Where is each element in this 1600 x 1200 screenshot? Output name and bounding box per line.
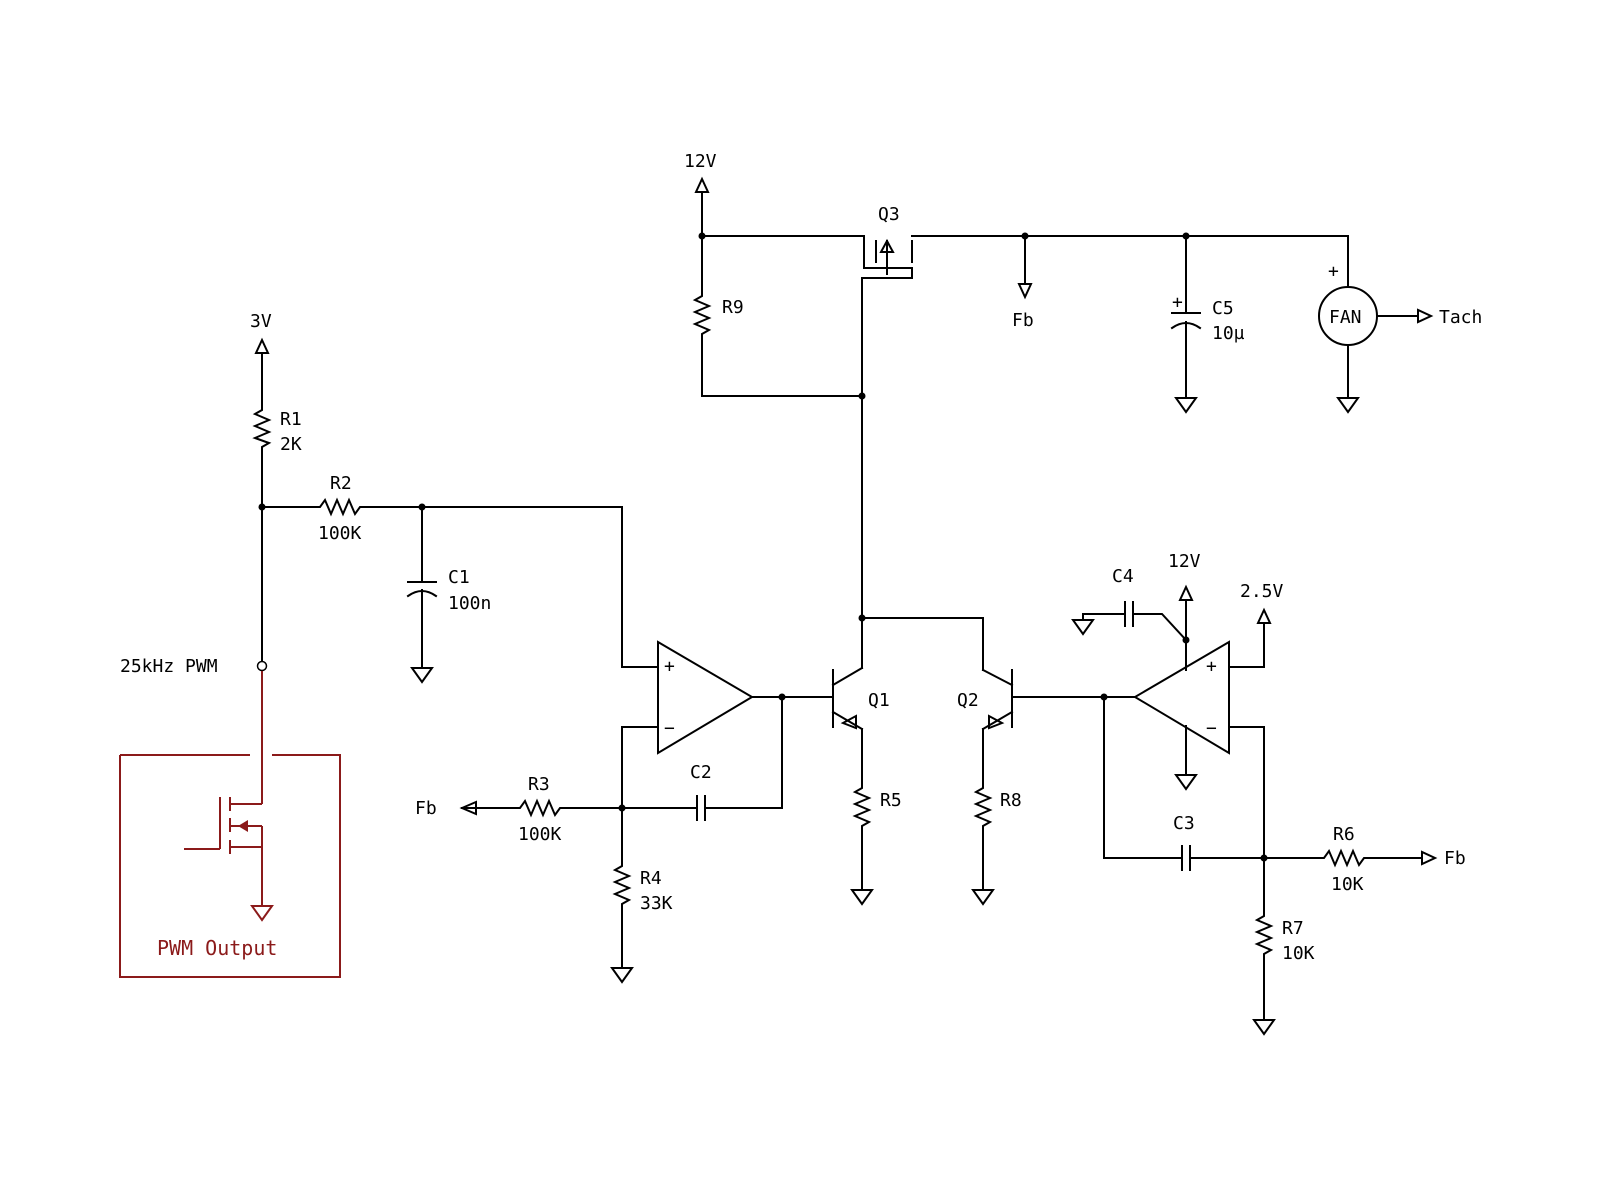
c5-value: 10µ bbox=[1212, 323, 1245, 344]
capacitor-c2: C2 bbox=[621, 762, 715, 821]
fb-label-r3: Fb bbox=[415, 798, 437, 819]
supply-3v: 3V bbox=[250, 311, 272, 398]
resistor-r7: R7 10K bbox=[1252, 857, 1315, 1036]
supply-12v-opamp-label: 12V bbox=[1168, 551, 1201, 572]
resistor-r8: R8 bbox=[971, 728, 1022, 906]
supply-12v-opamp: 12V bbox=[1168, 551, 1201, 791]
resistor-r2: R2 100K bbox=[261, 473, 423, 544]
c5-plus-sign: + bbox=[1172, 292, 1183, 313]
mosfet-q3: Q3 bbox=[861, 204, 1026, 397]
tach-label: Tach bbox=[1439, 307, 1482, 328]
supply-2v5: 2.5V bbox=[1228, 581, 1284, 668]
r6-value: 10K bbox=[1331, 874, 1364, 895]
fan: + FAN Tach bbox=[1318, 235, 1482, 414]
r2-ref: R2 bbox=[330, 473, 352, 494]
r9-ref: R9 bbox=[722, 297, 744, 318]
transistor-q2: Q2 bbox=[957, 668, 1014, 731]
opamp-2: + − bbox=[1133, 640, 1230, 755]
c4-ref: C4 bbox=[1112, 566, 1134, 587]
r5-ref: R5 bbox=[880, 790, 902, 811]
q2-ref: Q2 bbox=[957, 690, 979, 711]
opamp-1-minus-sign: − bbox=[664, 718, 675, 739]
r7-value: 10K bbox=[1282, 943, 1315, 964]
c3-ref: C3 bbox=[1173, 813, 1195, 834]
capacitor-c4: C4 bbox=[1071, 566, 1188, 642]
resistor-r9: R9 bbox=[692, 235, 863, 397]
c1-value: 100n bbox=[448, 593, 491, 614]
r4-value: 33K bbox=[640, 893, 673, 914]
fan-plus-sign: + bbox=[1328, 261, 1339, 282]
r4-ref: R4 bbox=[640, 868, 662, 889]
opamp-1-plus-sign: + bbox=[664, 656, 675, 677]
supply-12v-top-label: 12V bbox=[684, 151, 717, 172]
r8-ref: R8 bbox=[1000, 790, 1022, 811]
wire-to-opamp1-plus bbox=[421, 506, 659, 668]
pwm-input-label: 25kHz PWM bbox=[120, 656, 218, 677]
resistor-r3: R3 100K Fb bbox=[415, 774, 623, 845]
pwm-input-terminal bbox=[256, 660, 268, 672]
wire-to-q2-collector bbox=[861, 617, 984, 671]
transistor-q1: Q1 bbox=[831, 617, 890, 731]
wire-opamp2-minus bbox=[1228, 726, 1265, 859]
q3-ref: Q3 bbox=[878, 204, 900, 225]
pwm-output-block: PWM Output bbox=[119, 671, 341, 978]
c2-ref: C2 bbox=[690, 762, 712, 783]
supply-12v-top: 12V bbox=[684, 151, 717, 237]
r7-ref: R7 bbox=[1282, 918, 1304, 939]
c1-ref: C1 bbox=[448, 567, 470, 588]
c5-ref: C5 bbox=[1212, 298, 1234, 319]
resistor-r1: R1 2K bbox=[252, 396, 302, 508]
r2-value: 100K bbox=[318, 523, 362, 544]
supply-2v5-label: 2.5V bbox=[1240, 581, 1284, 602]
capacitor-c1: C1 100n bbox=[406, 506, 491, 684]
fb-label-r6: Fb bbox=[1444, 848, 1466, 869]
r1-value: 2K bbox=[280, 434, 302, 455]
capacitor-c5: + C5 10µ bbox=[1170, 235, 1245, 414]
fb-label-top: Fb bbox=[1012, 310, 1034, 331]
r3-value: 100K bbox=[518, 824, 562, 845]
r1-ref: R1 bbox=[280, 409, 302, 430]
wire-opamp1-minus bbox=[621, 726, 659, 809]
q1-ref: Q1 bbox=[868, 690, 890, 711]
capacitor-c3: C3 bbox=[1103, 696, 1265, 871]
fb-tap-top: Fb bbox=[1012, 235, 1034, 331]
supply-3v-label: 3V bbox=[250, 311, 272, 332]
r3-ref: R3 bbox=[528, 774, 550, 795]
wire-c2-feedback bbox=[713, 696, 783, 809]
opamp-2-plus-sign: + bbox=[1206, 656, 1217, 677]
pwm-output-label: PWM Output bbox=[157, 936, 277, 960]
r6-ref: R6 bbox=[1333, 824, 1355, 845]
opamp-1: + − bbox=[657, 640, 754, 755]
resistor-r6: R6 10K Fb bbox=[1263, 824, 1466, 895]
resistor-r5: R5 bbox=[850, 728, 902, 906]
opamp-2-minus-sign: − bbox=[1206, 718, 1217, 739]
resistor-r4: R4 33K bbox=[610, 807, 673, 984]
fan-ref: FAN bbox=[1329, 307, 1362, 328]
